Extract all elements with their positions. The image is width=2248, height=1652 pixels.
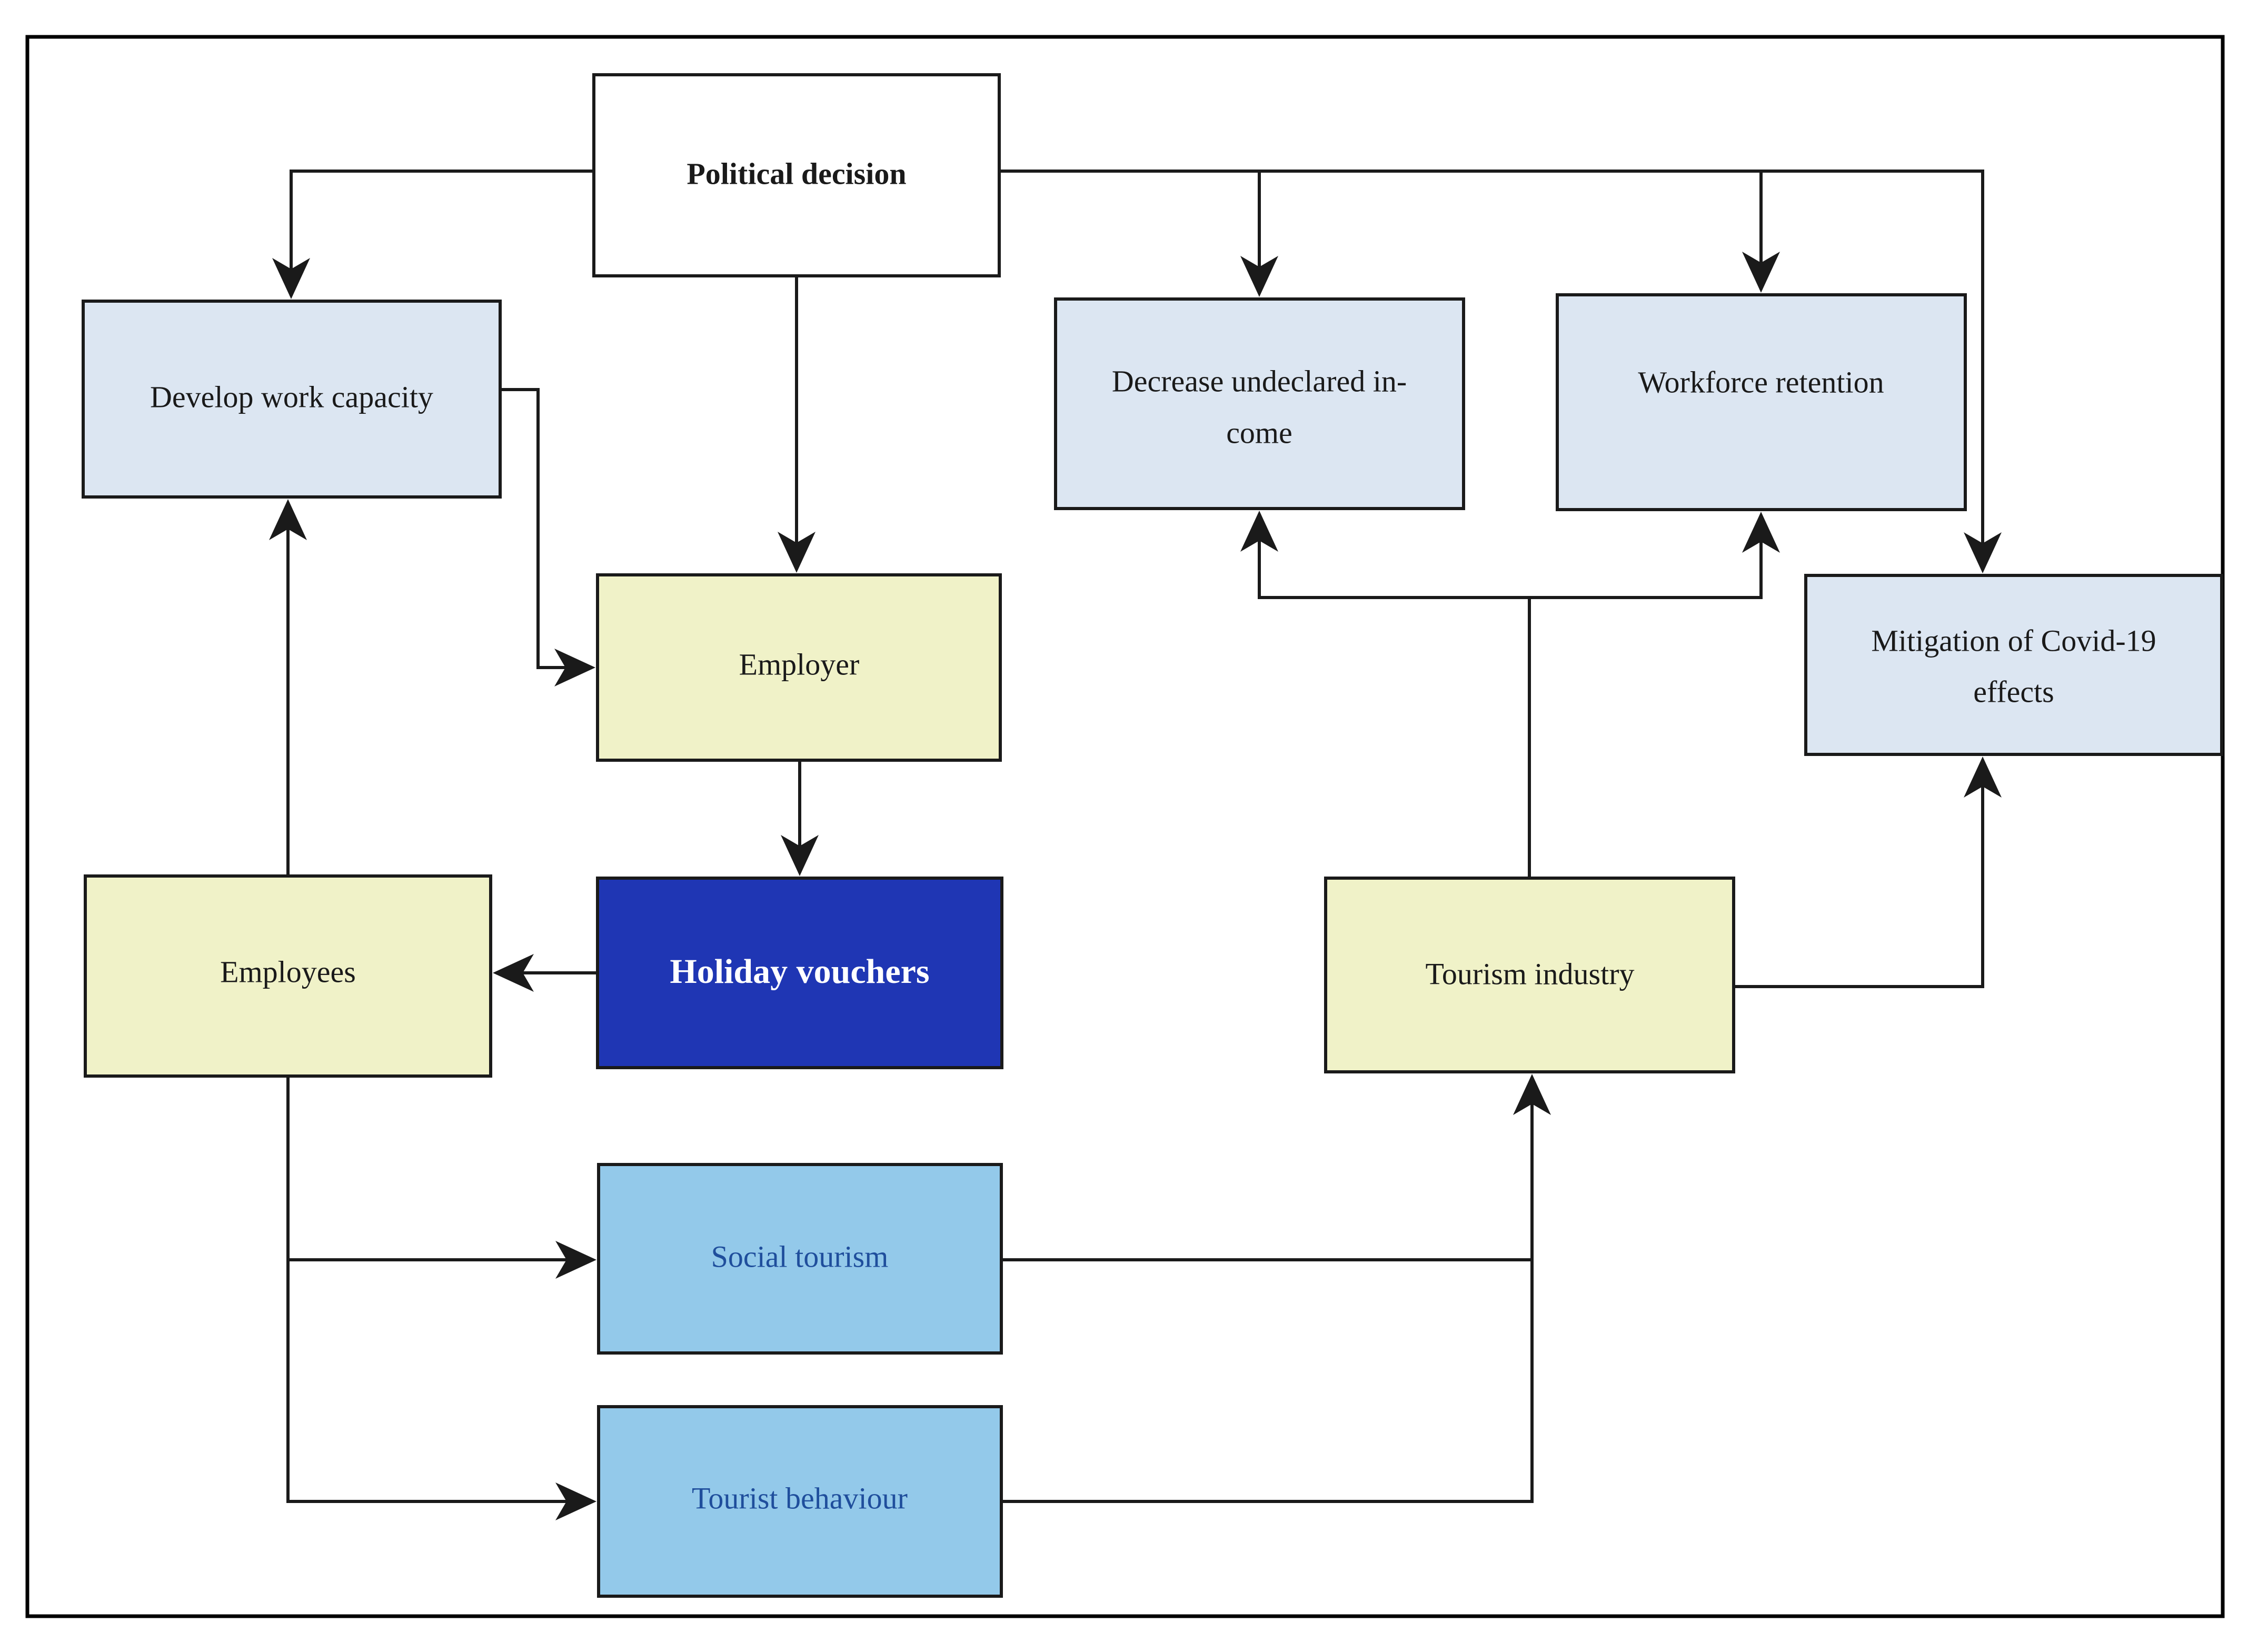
node-workforce-retention[interactable]: Workforce retention <box>1556 293 1967 511</box>
node-decrease-undeclared-income-label-line1: Decrease undeclared in- <box>1112 364 1407 398</box>
node-mitigation-covid-effects-box[interactable] <box>1804 574 2223 756</box>
node-develop-work-capacity[interactable]: Develop work capacity <box>82 300 502 499</box>
node-decrease-undeclared-income-label-line2: come <box>1226 415 1292 450</box>
node-social-tourism-label: Social tourism <box>711 1239 889 1273</box>
node-political-decision-label: Political decision <box>687 156 906 191</box>
node-employees-box[interactable] <box>84 874 492 1078</box>
node-employer-label: Employer <box>739 647 860 681</box>
connector-political-to-mitigation <box>999 170 2002 573</box>
connector-tourist-behaviour-to-tourism-industry <box>1001 1074 1551 1503</box>
connector-employees-to-tourist-behaviour <box>286 1260 596 1520</box>
connector-layer <box>269 170 2002 1520</box>
connector-tourism-industry-to-workforce-retention <box>1529 512 1780 599</box>
node-holiday-vouchers[interactable]: Holiday vouchers <box>596 877 1003 1069</box>
node-holiday-vouchers-label: Holiday vouchers <box>670 952 929 991</box>
node-tourism-industry-box[interactable] <box>1324 877 1735 1073</box>
node-employees[interactable]: Employees <box>84 874 492 1078</box>
node-mitigation-covid-effects-label-line2: effects <box>1973 674 2054 709</box>
figure-border <box>25 35 2225 1618</box>
node-workforce-retention-label: Workforce retention <box>1638 365 1884 399</box>
node-decrease-undeclared-income-box[interactable] <box>1054 297 1465 510</box>
node-employees-label: Employees <box>220 954 356 989</box>
connector-tourism-industry-to-decrease-undeclared-income <box>1240 511 1531 878</box>
node-mitigation-covid-effects-label-line1: Mitigation of Covid-19 <box>1871 623 2156 658</box>
node-tourism-industry[interactable]: Tourism industry <box>1324 877 1735 1073</box>
connector-employees-to-social-tourism <box>286 1076 596 1279</box>
node-holiday-vouchers-box[interactable] <box>596 877 1003 1069</box>
node-decrease-undeclared-income[interactable]: Decrease undeclared in- come <box>1054 297 1465 510</box>
node-social-tourism[interactable]: Social tourism <box>597 1163 1003 1355</box>
node-workforce-retention-box[interactable] <box>1556 293 1967 511</box>
connector-political-to-develop-work-capacity <box>272 170 594 299</box>
node-political-decision-box[interactable] <box>592 73 1001 277</box>
node-tourism-industry-label: Tourism industry <box>1425 957 1634 991</box>
connector-tourism-industry-to-mitigation <box>1734 757 2002 988</box>
node-tourist-behaviour[interactable]: Tourist behaviour <box>597 1405 1003 1598</box>
node-develop-work-capacity-label: Develop work capacity <box>150 380 433 414</box>
node-tourist-behaviour-label: Tourist behaviour <box>692 1481 908 1515</box>
node-political-decision[interactable]: Political decision <box>592 73 1001 277</box>
node-mitigation-covid-effects[interactable]: Mitigation of Covid-19 effects <box>1804 574 2223 756</box>
node-employer-box[interactable] <box>596 573 1002 762</box>
connector-develop-work-capacity-to-employer <box>500 388 595 686</box>
connector-political-to-workforce-retention <box>999 170 1780 293</box>
connector-political-to-decrease-undeclared-income <box>999 170 1278 297</box>
node-employer[interactable]: Employer <box>596 573 1002 762</box>
node-tourist-behaviour-box[interactable] <box>597 1405 1003 1598</box>
node-social-tourism-box[interactable] <box>597 1163 1003 1355</box>
node-develop-work-capacity-box[interactable] <box>82 300 502 499</box>
